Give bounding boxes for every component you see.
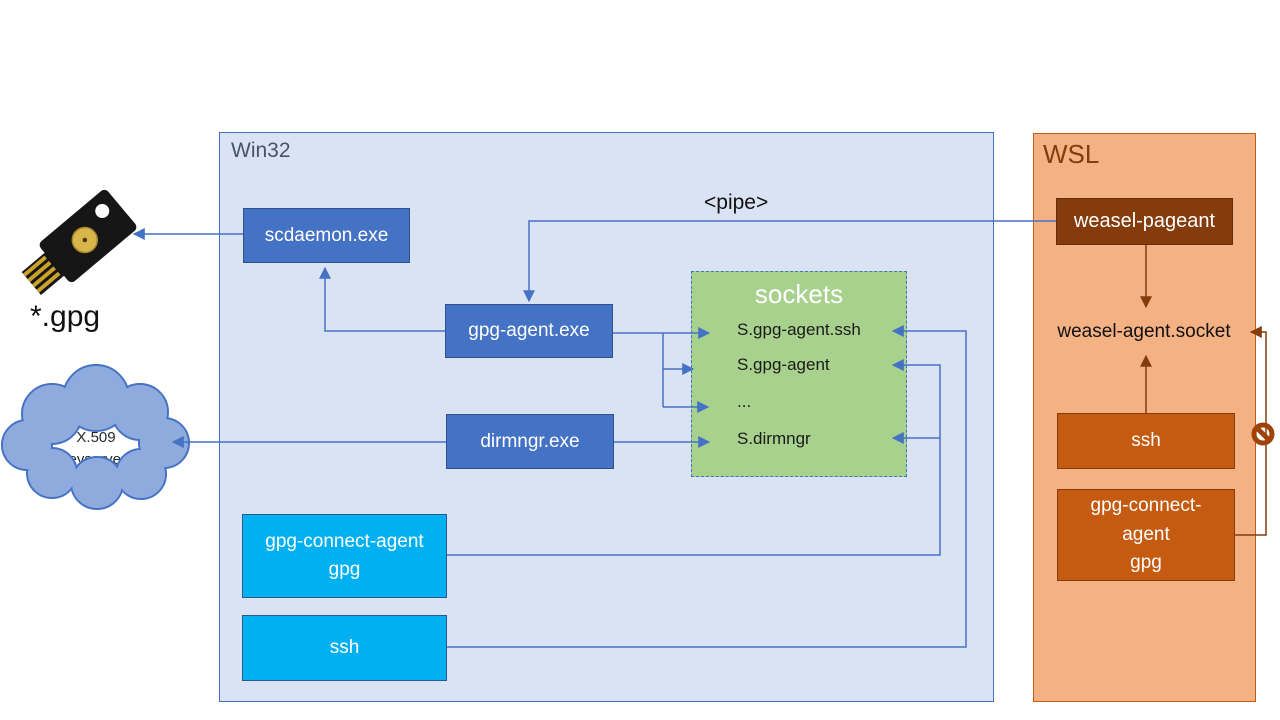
node-ssh-wsl: ssh (1057, 413, 1235, 469)
security-key-icon (21, 189, 137, 296)
node-dirmngr: dirmngr.exe (446, 414, 614, 469)
socket-ellipsis: ... (737, 392, 752, 411)
node-scdaemon: scdaemon.exe (243, 208, 410, 263)
socket-gpg-agent-ssh: S.gpg-agent.ssh (737, 320, 861, 339)
win32-title: Win32 (231, 139, 291, 162)
pipe-annotation: <pipe> (704, 191, 769, 214)
node-gpg-connect-agent-win32: gpg-connect-agent gpg (242, 514, 447, 598)
no-entry-icon (1251, 422, 1275, 446)
wsl-title: WSL (1043, 139, 1100, 169)
node-weasel-pageant: weasel-pageant (1056, 198, 1233, 245)
node-gpg-connect-agent-wsl: gpg-connect- agent gpg (1057, 489, 1235, 581)
sockets-group-title: sockets (754, 279, 844, 309)
gpg-files-label: *.gpg (30, 300, 101, 333)
node-gpg-agent: gpg-agent.exe (445, 304, 613, 358)
socket-gpg-agent: S.gpg-agent (737, 355, 830, 374)
keyservers-cloud-label: OCSP X.509 Keyservers (58, 407, 134, 468)
node-ssh-win32: ssh (242, 615, 447, 681)
socket-dirmngr: S.dirmngr (737, 429, 811, 448)
label-weasel-agent-socket: weasel-agent.socket (1057, 321, 1231, 342)
